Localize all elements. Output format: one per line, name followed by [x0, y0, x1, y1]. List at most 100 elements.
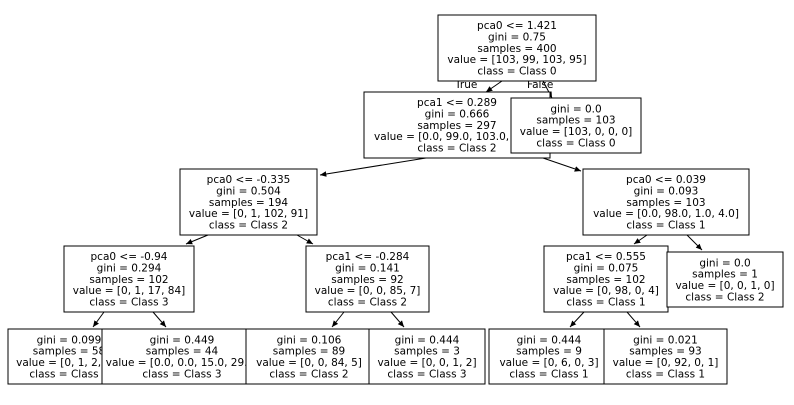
node-line: gini = 0.021 — [633, 334, 698, 346]
node-line: value = [0, 98, 0, 4] — [553, 285, 659, 297]
node-line: class = Class 1 — [566, 296, 645, 308]
node-line: samples = 194 — [209, 197, 288, 209]
node-line: gini = 0.075 — [574, 263, 639, 275]
node-line: class = Class 0 — [536, 137, 615, 149]
node-line: class = Class 1 — [626, 219, 705, 231]
node-line: pca1 <= 0.289 — [417, 97, 497, 109]
node-line: gini = 0.0 — [550, 103, 601, 115]
node-line: value = [0, 0, 85, 7] — [315, 285, 421, 297]
edge-n3-n5 — [185, 234, 209, 245]
node-line: class = Class 3 — [142, 368, 221, 380]
node-line: samples = 102 — [566, 274, 645, 286]
node-line: samples = 3 — [394, 346, 460, 358]
node-line: value = [0, 0, 1, 0] — [675, 280, 774, 292]
node-line: gini = 0.504 — [216, 186, 281, 198]
node-line: samples = 103 — [536, 115, 615, 127]
edge-n5-n10 — [152, 311, 167, 328]
node-line: class = Class 1 — [509, 368, 588, 380]
node-line: value = [0, 1, 102, 91] — [189, 208, 308, 220]
node-box — [488, 328, 610, 385]
node-box — [305, 245, 430, 313]
edges-layer — [92, 80, 703, 328]
edge-n6-n12 — [390, 311, 405, 328]
node-line: class = Class 3 — [387, 368, 466, 380]
node-line: gini = 0.666 — [425, 109, 490, 121]
node-line: value = [103, 99, 103, 95] — [447, 54, 586, 66]
node-line: pca1 <= 0.555 — [566, 251, 646, 263]
node-line: class = Class 0 — [477, 65, 556, 77]
node-line: samples = 89 — [273, 346, 345, 358]
node-line: samples = 1 — [692, 269, 758, 281]
node-line: gini = 0.75 — [488, 32, 546, 44]
edge-label-false: False — [527, 79, 553, 91]
node-line: class = Class 1 — [626, 368, 705, 380]
edge-n0-n1 — [485, 80, 503, 93]
node-line: gini = 0.444 — [395, 334, 460, 346]
edge-n1-n4 — [542, 157, 582, 172]
node-line: value = [103, 0, 0, 0] — [520, 126, 632, 138]
edge-labels-layer: True False — [454, 79, 553, 91]
node-line: class = Class 2 — [269, 368, 348, 380]
node-line: class = Class 2 — [209, 219, 288, 231]
node-line: samples = 400 — [477, 43, 556, 55]
node-line: value = [0.0, 99.0, 103.0, 95.0] — [374, 131, 540, 143]
node-line: gini = 0.449 — [150, 334, 215, 346]
node-line: gini = 0.093 — [634, 186, 699, 198]
node-line: class = Class 3 — [89, 296, 168, 308]
node-box — [437, 14, 597, 82]
node-line: pca0 <= -0.335 — [207, 174, 291, 186]
node-line: value = [0, 6, 0, 3] — [499, 357, 598, 369]
node-line: samples = 44 — [146, 346, 219, 358]
edge-n4-n8 — [686, 234, 703, 251]
node-line: value = [0.0, 0.0, 15.0, 29.0] — [106, 357, 259, 369]
node-line: samples = 297 — [417, 120, 496, 132]
node-line: class = Class 3 — [29, 368, 108, 380]
node-box — [368, 328, 486, 385]
node-line: value = [0, 1, 17, 84] — [73, 285, 185, 297]
edge-n3-n6 — [296, 234, 314, 245]
node-line: pca0 <= 0.039 — [626, 174, 706, 186]
node-line: gini = 0.099 — [37, 334, 102, 346]
node-line: class = Class 2 — [328, 296, 407, 308]
edge-n4-n7 — [633, 234, 648, 245]
node-line: value = [0, 0, 84, 5] — [256, 357, 362, 369]
node-line: samples = 93 — [629, 346, 701, 358]
node-line: samples = 58 — [33, 346, 105, 358]
edge-n1-n3 — [319, 157, 427, 177]
node-line: gini = 0.106 — [277, 334, 342, 346]
node-box — [543, 245, 669, 313]
node-line: value = [0, 92, 0, 1] — [613, 357, 719, 369]
node-line: class = Class 2 — [417, 142, 496, 154]
node-box — [101, 328, 263, 385]
node-line: pca0 <= 1.421 — [477, 20, 557, 32]
node-line: pca1 <= -0.284 — [326, 251, 410, 263]
node-box — [179, 168, 318, 236]
node-line: gini = 0.141 — [335, 263, 400, 275]
node-line: samples = 102 — [89, 274, 168, 286]
node-line: value = [0.0, 98.0, 1.0, 4.0] — [593, 208, 739, 220]
edge-n7-n13 — [569, 311, 585, 328]
node-box — [510, 97, 642, 154]
node-line: pca0 <= -0.94 — [91, 251, 168, 263]
node-line: class = Class 2 — [685, 291, 764, 303]
edge-label-true: True — [454, 79, 477, 91]
node-line: gini = 0.444 — [517, 334, 582, 346]
edge-n6-n11 — [331, 311, 345, 328]
node-line: samples = 92 — [331, 274, 403, 286]
node-box — [603, 328, 728, 385]
node-line: gini = 0.0 — [699, 257, 750, 269]
